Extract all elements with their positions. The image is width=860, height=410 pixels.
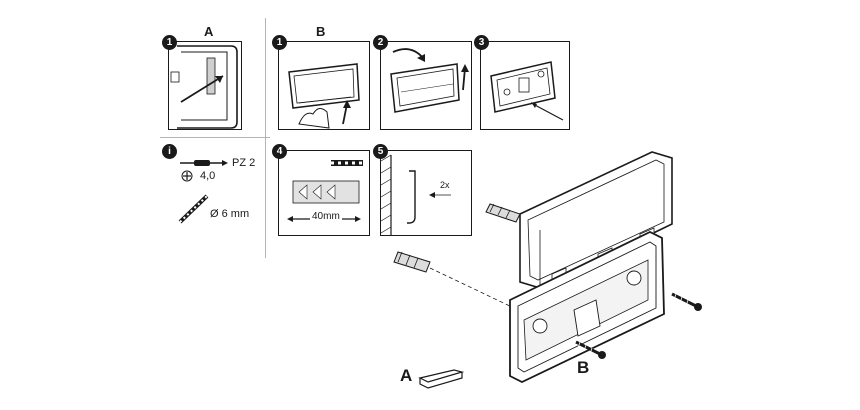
step-badge-b3: 3 (474, 35, 489, 50)
panel-b-step-4-drawing (287, 160, 363, 222)
screw-right (671, 292, 702, 311)
panel-b-step-1-drawing (288, 63, 360, 129)
vertical-divider (265, 18, 266, 258)
panel-b-step-2 (380, 41, 472, 130)
screw-bottom (575, 340, 606, 359)
horizontal-divider (160, 137, 270, 138)
section-b-label: B (316, 24, 326, 39)
step-badge-b5: 5 (373, 144, 388, 159)
step-badge-b4: 4 (272, 144, 287, 159)
part-a-clip (418, 369, 465, 389)
panel-b-step-5 (380, 150, 472, 236)
panel-b-step-1 (278, 41, 370, 130)
depth-label: 40mm (310, 211, 342, 222)
wall-plug-left (393, 251, 431, 273)
step-badge-b2: 2 (373, 35, 388, 50)
screw-size-label: 4,0 (200, 170, 216, 182)
base-housing (509, 230, 665, 384)
drill-size-label: Ø 6 mm (210, 208, 250, 220)
assembly-part-a-label: A (400, 366, 413, 385)
section-a-label: A (204, 24, 214, 39)
screwdriver-label: PZ 2 (232, 157, 256, 169)
panel-b-step-5-drawing (380, 154, 451, 235)
assembly-part-b-label: B (577, 358, 590, 377)
count-label: 2x (440, 180, 450, 190)
panel-b-step-2-drawing (390, 48, 469, 113)
step-badge-b1: 1 (272, 35, 287, 50)
wall-plug-top (485, 203, 521, 223)
info-icon: i (162, 144, 177, 159)
step-badge-a1: 1 (162, 35, 177, 50)
panel-b-step-3-drawing (490, 61, 564, 121)
panel-b-step-3 (480, 41, 570, 130)
panel-a-step-1-drawing (170, 45, 238, 129)
panel-a-step-1 (168, 41, 242, 130)
